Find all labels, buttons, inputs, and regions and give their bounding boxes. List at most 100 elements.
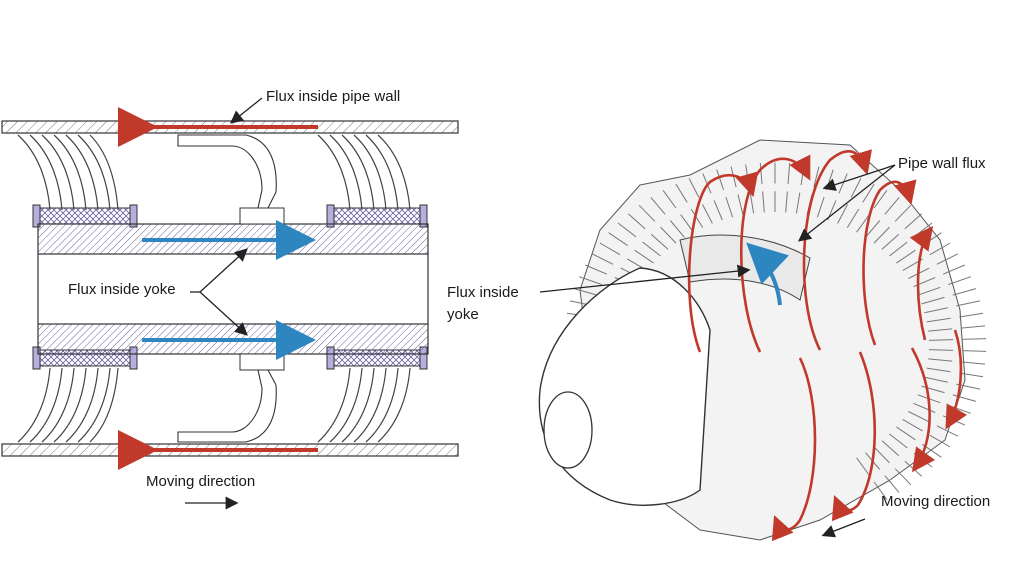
bristle <box>873 481 888 500</box>
label-pipe-wall-flux-right: Pipe wall flux <box>898 155 986 172</box>
bristle <box>816 196 825 218</box>
bristle <box>956 300 981 307</box>
bristle <box>926 317 951 323</box>
bristle <box>913 402 936 413</box>
bristle <box>642 241 661 257</box>
brush-left-bottom <box>17 367 119 443</box>
bristle <box>837 204 848 224</box>
bristle <box>896 249 916 264</box>
bristle <box>579 276 602 285</box>
yoke-flux-arrow-3d <box>746 242 789 306</box>
bristle <box>959 312 984 318</box>
magnet-right-top <box>331 207 425 225</box>
sensor-shoe-top <box>177 134 277 209</box>
bristle <box>650 233 669 250</box>
brush-left-top <box>17 134 119 211</box>
pointer-arrow-icon <box>229 97 263 124</box>
bristle <box>669 220 685 238</box>
bristle <box>917 286 941 296</box>
bristle <box>952 394 977 402</box>
bristle <box>585 264 608 275</box>
bristle <box>573 288 598 296</box>
bristle <box>591 253 614 265</box>
bristle <box>680 214 694 233</box>
bristle <box>936 425 959 437</box>
bristle <box>961 350 987 352</box>
bristle <box>650 197 666 215</box>
bristle <box>908 411 930 423</box>
bristle <box>889 433 908 449</box>
pointer-yoke-3d <box>539 264 751 293</box>
label-moving-direction-right: Moving direction <box>881 493 991 510</box>
arrow-down-left-icon <box>821 518 866 538</box>
bristle <box>856 457 870 476</box>
bristle <box>881 440 900 457</box>
bristle <box>894 204 912 222</box>
bristle <box>959 372 984 378</box>
bristle <box>889 241 908 257</box>
bristle <box>846 208 860 228</box>
nose-cone-face <box>543 391 593 469</box>
bristle <box>795 192 801 214</box>
bristle <box>881 233 900 250</box>
bristle <box>662 190 677 209</box>
sensor-shoe-bottom <box>177 369 277 443</box>
bristle <box>660 226 677 244</box>
pointer-pipe-flux-1 <box>822 164 896 191</box>
brush-right-top <box>317 134 411 211</box>
pipe-wall-flux-loops <box>687 149 968 542</box>
bristle <box>960 361 986 365</box>
bristle <box>862 183 875 203</box>
bristle <box>884 475 900 493</box>
bristle <box>627 213 646 230</box>
label-flux-pipe-wall: Flux inside pipe wall <box>266 88 401 105</box>
bristle <box>599 242 621 256</box>
bristle <box>690 208 704 228</box>
bristle <box>929 434 951 448</box>
label-moving-direction-left: Moving direction <box>146 473 256 490</box>
bristle <box>952 288 977 296</box>
label-flux-yoke: Flux inside yoke <box>68 281 176 298</box>
brush-right-bottom <box>317 367 411 443</box>
bristle <box>924 376 949 383</box>
bristle <box>725 196 734 218</box>
bristle <box>856 214 870 233</box>
right-3d-tool <box>538 139 987 542</box>
bristle <box>948 276 971 285</box>
bristle <box>902 418 923 432</box>
bristle <box>936 253 959 265</box>
magnet-left-top <box>39 207 133 225</box>
bristle <box>921 385 945 394</box>
left-cross-section <box>1 97 459 510</box>
bristle <box>675 183 688 203</box>
bristle <box>960 325 986 329</box>
bristle <box>896 426 916 441</box>
pointer-yoke-lines <box>199 248 248 293</box>
bristle <box>813 166 820 188</box>
bristle <box>716 169 724 190</box>
bristle <box>873 446 890 464</box>
bristle <box>737 194 744 216</box>
bristle <box>904 213 923 230</box>
bristle <box>921 296 945 305</box>
bristle <box>713 200 723 221</box>
bristle <box>688 178 700 198</box>
bristle <box>928 339 954 341</box>
bristle <box>928 328 953 332</box>
label-flux-inside-right-1: Flux inside <box>447 284 519 301</box>
bristle <box>961 338 987 340</box>
bristle <box>942 264 965 275</box>
pointer-pipe-flux-2 <box>797 164 896 242</box>
bristle <box>926 367 951 373</box>
bristle <box>865 220 881 238</box>
bristle <box>634 249 654 264</box>
bristle <box>762 191 765 213</box>
bristle <box>608 232 628 247</box>
bristle <box>850 178 862 198</box>
bristle <box>873 226 890 244</box>
nose-cone <box>538 267 711 506</box>
bristle <box>702 204 713 224</box>
bristle <box>924 307 949 314</box>
